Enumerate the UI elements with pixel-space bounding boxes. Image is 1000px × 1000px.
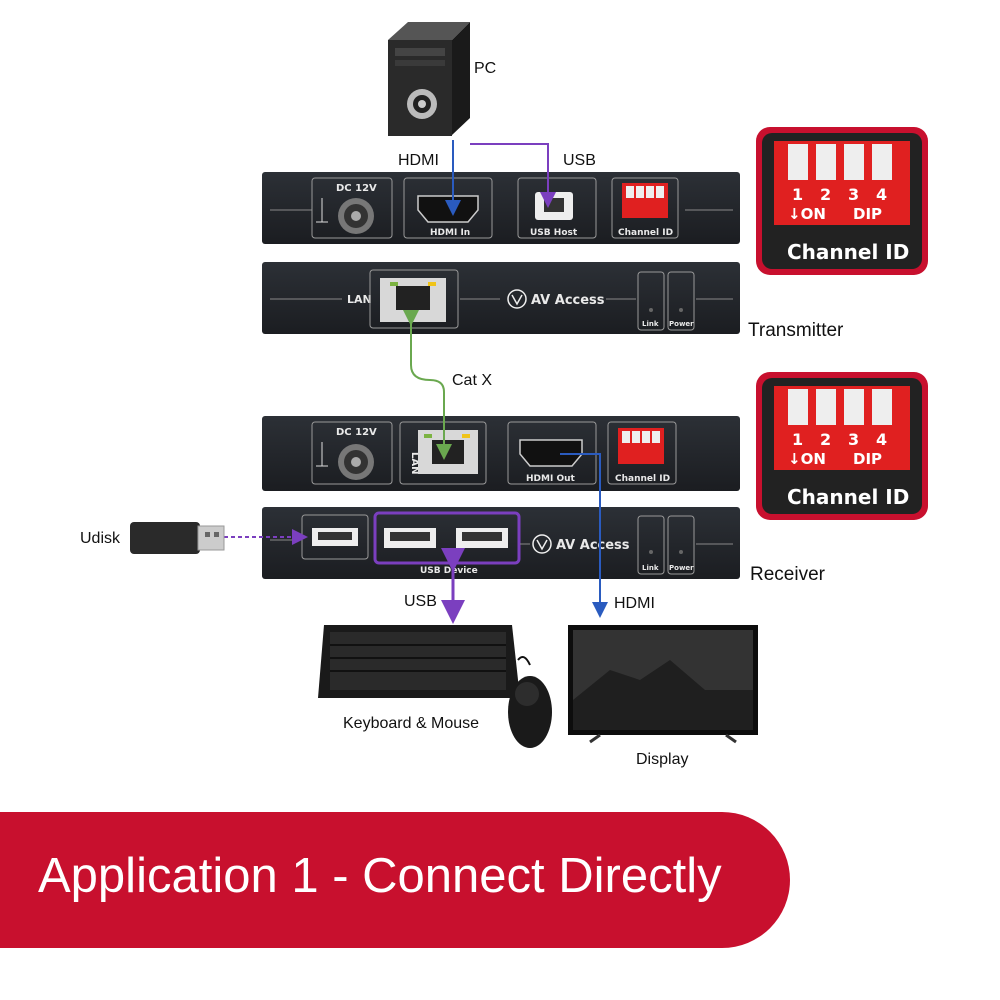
rx-dip-switch-icon <box>618 428 664 464</box>
hdmi-in-label: HDMI In <box>430 228 470 238</box>
pc-icon <box>388 22 470 136</box>
display-icon <box>568 625 758 744</box>
tx-lan-port-icon <box>380 278 446 322</box>
title-banner <box>0 812 790 948</box>
channel-id-zoom-bottom: 1 2 3 4 ↓ON DIP Channel ID <box>756 372 928 520</box>
hdmi-bottom-label: HDMI <box>614 595 655 612</box>
cat-x-line <box>403 310 452 460</box>
rx-lan-port-icon <box>418 430 478 474</box>
hdmi-rx-to-display-line <box>560 453 608 618</box>
usb-top-label: USB <box>563 152 596 169</box>
rx-link-led-icon <box>649 550 653 554</box>
channel-id-caption: Channel ID <box>787 240 909 264</box>
dip-on-label: ↓ON <box>788 205 826 223</box>
link-led-icon <box>649 308 653 312</box>
rx-dc-label: DC 12V <box>336 427 377 438</box>
usb-host-label: USB Host <box>530 228 578 238</box>
tx-power-label: Power <box>669 320 694 328</box>
udisk-icon <box>130 522 225 554</box>
keyboard-mouse-label: Keyboard & Mouse <box>343 715 479 732</box>
dip-on-label-b: ↓ON <box>788 450 826 468</box>
dip-num-4-b: 4 <box>876 430 887 449</box>
display-label: Display <box>636 751 688 768</box>
channel-id-caption-b: Channel ID <box>787 485 909 509</box>
cat-x-label: Cat X <box>452 372 492 389</box>
rx-brand-label: AV Access <box>556 538 630 553</box>
rx-channel-id-label: Channel ID <box>615 474 670 484</box>
udisk-label: Udisk <box>80 530 121 547</box>
hdmi-out-label: HDMI Out <box>526 474 575 484</box>
power-led-icon <box>679 308 683 312</box>
tx-dip-switch-icon <box>622 183 668 218</box>
rx-dc-jack-icon <box>338 444 374 480</box>
tx-channel-id-label: Channel ID <box>618 228 673 238</box>
dip-num-3-b: 3 <box>848 430 859 449</box>
dip-num-1-b: 1 <box>792 430 803 449</box>
hdmi-out-port-icon <box>519 439 583 467</box>
receiver-front-panel: DC 12V LAN HDMI Out Channel ID <box>262 416 740 491</box>
channel-id-zoom-top: 1 2 3 4 ↓ON DIP Channel ID <box>756 127 928 275</box>
dip-dip-label: DIP <box>853 205 882 223</box>
av-access-logo-icon <box>507 289 527 309</box>
rx-ground-icon <box>316 442 328 467</box>
hdmi-top-label: HDMI <box>398 152 439 169</box>
usb-pc-to-tx-line <box>470 143 556 208</box>
rx-lan-label: LAN <box>409 452 420 474</box>
usb-bottom-label: USB <box>404 593 437 610</box>
dc-jack-icon <box>338 198 374 234</box>
hdmi-in-port-icon <box>417 195 479 223</box>
dip-num-2-b: 2 <box>820 430 831 449</box>
transmitter-front-panel: DC 12V HDMI In USB Host Channel ID <box>262 172 740 244</box>
dip-num-1: 1 <box>792 185 803 204</box>
mouse-icon <box>508 655 552 748</box>
dip-num-3: 3 <box>848 185 859 204</box>
pc-label: PC <box>474 60 496 77</box>
tx-brand-label: AV Access <box>531 293 605 308</box>
banner-title: Application 1 - Connect Directly <box>38 849 722 903</box>
rx-power-led-icon <box>679 550 683 554</box>
dip-dip-label-b: DIP <box>853 450 882 468</box>
tx-dc-label: DC 12V <box>336 183 377 194</box>
receiver-label: Receiver <box>750 564 826 585</box>
rx-power-label: Power <box>669 564 694 572</box>
ground-icon <box>316 198 328 223</box>
transmitter-back-panel: LAN AV Access Link Power <box>262 262 740 334</box>
rx-link-label: Link <box>642 564 659 572</box>
dip-num-2: 2 <box>820 185 831 204</box>
rx-av-access-logo-icon <box>532 534 552 554</box>
transmitter-label: Transmitter <box>748 320 844 341</box>
dip-num-4: 4 <box>876 185 887 204</box>
keyboard-icon <box>318 625 520 698</box>
tx-link-label: Link <box>642 320 659 328</box>
receiver-back-panel: USB Device AV Access Link Power <box>262 507 740 579</box>
usb-device-label: USB Device <box>420 566 478 576</box>
tx-lan-label: LAN <box>347 293 372 306</box>
